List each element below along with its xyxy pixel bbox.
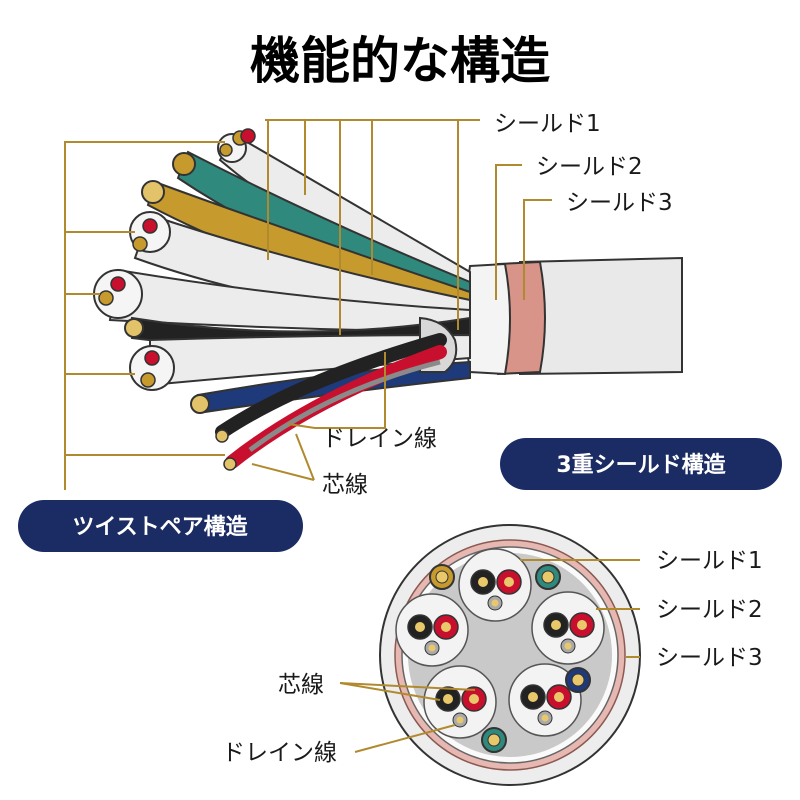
- cs-shield2-label: シールド2: [656, 597, 763, 623]
- conductor-gold: [428, 644, 436, 652]
- conductor-gold: [140, 372, 156, 388]
- conductor-gold: [577, 620, 587, 630]
- conductor-red: [110, 276, 126, 292]
- side-drain-label: ドレイン線: [322, 426, 437, 452]
- side-core-label: 芯線: [322, 472, 368, 498]
- conductor-gold: [551, 620, 561, 630]
- side-shield3-label: シールド3: [566, 190, 673, 216]
- conductor-gold: [132, 236, 148, 252]
- conductor-gold: [98, 290, 114, 306]
- cs-core-leader: [339, 682, 476, 701]
- conductor-gold: [487, 733, 501, 747]
- foil-shield-layer: [465, 262, 511, 376]
- conductor-red: [144, 350, 160, 366]
- conductor-gold: [541, 570, 555, 584]
- conductor-gold: [443, 694, 453, 704]
- cs-drain-label: ドレイン線: [222, 740, 337, 766]
- conductor-gold: [541, 714, 549, 722]
- shield3-leader: [523, 199, 552, 300]
- cross-section: [379, 524, 641, 786]
- cs-shield3-label: シールド3: [656, 645, 763, 671]
- side-shield2-label: シールド2: [536, 154, 643, 180]
- conductor-gold: [215, 429, 229, 443]
- conductor-gold: [554, 692, 564, 702]
- conductor-gold: [571, 673, 585, 687]
- conductor-red: [240, 128, 256, 144]
- conductor-gold: [172, 152, 196, 176]
- conductor-gold: [223, 457, 237, 471]
- cs-core-label: 芯線: [278, 672, 324, 698]
- conductor-gold: [564, 642, 572, 650]
- conductor-gold: [456, 716, 464, 724]
- twisted-black-core: [215, 333, 447, 439]
- conductor-gold: [469, 694, 479, 704]
- twisted-pair-bracket: [64, 141, 225, 490]
- cs-shield1-label: シールド1: [656, 548, 763, 574]
- conductor-gold: [219, 143, 233, 157]
- side-shield1-label: シールド1: [494, 111, 601, 137]
- drain-leader: [287, 352, 386, 429]
- conductor-gold: [441, 622, 451, 632]
- shield2-leader: [495, 164, 522, 300]
- conductor-gold: [528, 692, 538, 702]
- shield1-leaders: [265, 119, 480, 335]
- twisted-pair-badge-text: ツイストペア構造: [72, 514, 247, 540]
- triple-shield-badge-text: 3重シールド構造: [556, 452, 725, 478]
- pair-white-4: [149, 333, 471, 387]
- twisted-pair-badge: [18, 500, 303, 552]
- conductor-gold: [504, 577, 514, 587]
- conductor-gold: [491, 599, 499, 607]
- conductor-gold: [478, 577, 488, 587]
- drain-wire: [248, 359, 441, 453]
- side-view-cable: [93, 128, 683, 471]
- conductor-gold: [415, 622, 425, 632]
- conductor-red: [142, 218, 158, 234]
- conductor-gold: [435, 570, 449, 584]
- conductor-gold: [190, 394, 210, 414]
- triple-shield-badge: [500, 438, 782, 490]
- conductor-gold: [141, 180, 165, 204]
- cs-drain-leader: [354, 724, 456, 753]
- conductor-gold: [124, 318, 144, 338]
- core-leader: [251, 433, 315, 481]
- page-title: 機能的な構造: [250, 31, 550, 90]
